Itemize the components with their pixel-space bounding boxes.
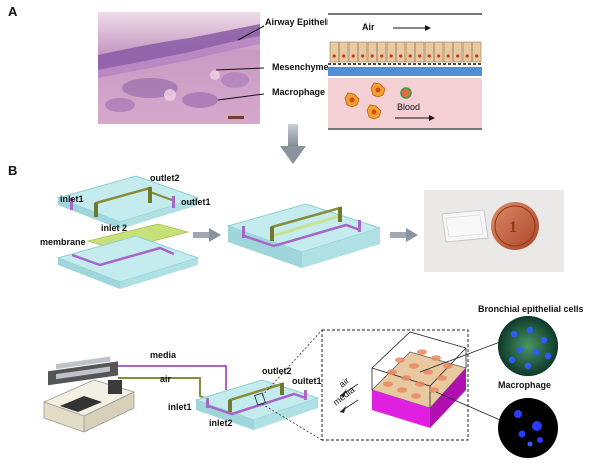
cell-nucleus-blue: [526, 326, 534, 334]
down-arrow-a-to-b: [280, 124, 306, 164]
epithelial-cell: [367, 41, 377, 63]
inset-cell: [411, 393, 421, 399]
cell-nucleus-blue: [544, 352, 552, 360]
outlet1-bottom-label: oultet1: [292, 376, 322, 386]
outlet2-top-label: outlet2: [150, 173, 180, 183]
inset-cell: [395, 357, 405, 363]
epithelial-cell: [386, 41, 396, 63]
epithelial-cell: [358, 41, 368, 63]
inset-cell: [409, 363, 419, 369]
cell-nucleus: [332, 54, 336, 58]
epithelial-cell: [329, 41, 339, 63]
cell-nucleus: [370, 54, 374, 58]
cell-nucleus: [342, 54, 346, 58]
air-a-label: Air: [362, 22, 375, 32]
macrophage-a-label: Macrophage: [272, 87, 325, 97]
cell-nucleus: [437, 54, 441, 58]
right-arrow-1: [193, 228, 221, 242]
histology-image: [98, 12, 260, 124]
inset-cell: [429, 387, 439, 393]
cell-nucleus: [427, 54, 431, 58]
air-arrow-a: [393, 25, 431, 31]
epithelial-cell: [405, 41, 415, 63]
bronchial-cells-label: Bronchial epithelial cells: [478, 304, 584, 314]
inset-cell: [423, 369, 433, 375]
cell-nucleus-blue: [510, 330, 518, 338]
cell-nucleus: [351, 54, 355, 58]
panel-a-label: A: [8, 4, 18, 19]
air-zoom-label: air: [337, 376, 351, 390]
macrophage-cells-schematic: [344, 82, 412, 120]
epithelial-cell: [434, 41, 444, 63]
cell-nucleus: [475, 54, 479, 58]
inlet1-bottom-label: inlet1: [168, 402, 192, 412]
airway-epithelium-label: Airway Epithelium: [265, 17, 343, 27]
histology-pointer-lines: [215, 25, 265, 101]
inset-cell: [397, 387, 407, 393]
cell-nucleus: [408, 54, 412, 58]
zoom-inset: [321, 329, 501, 441]
epithelial-cell: [453, 41, 463, 63]
blood-label: Blood: [397, 102, 420, 112]
blood-arrow: [395, 115, 435, 121]
inset-cell: [387, 369, 397, 375]
membrane-label: membrane: [40, 237, 86, 247]
syringe-pump: [42, 356, 136, 433]
cell-nucleus: [389, 54, 393, 58]
epithelial-cell: [377, 41, 387, 63]
bronchial-micrograph: [498, 316, 558, 376]
inlet2-bottom-label: inlet2: [209, 418, 233, 428]
airway-schematic: [328, 13, 482, 130]
inset-cell: [431, 355, 441, 361]
cell-nucleus: [418, 54, 422, 58]
epithelial-cell: [415, 41, 425, 63]
mesenchyme-label: Mesenchyme: [272, 62, 329, 72]
chip-photo: 1: [424, 190, 564, 272]
zoom-lines: [261, 329, 323, 441]
cell-nucleus: [446, 54, 450, 58]
macrophage-micrograph: [498, 398, 558, 458]
cell-nucleus: [361, 54, 365, 58]
cell-nucleus: [399, 54, 403, 58]
inset-cell: [437, 375, 447, 381]
air-bottom-label: air: [160, 374, 172, 384]
chip-bottom-row: [194, 379, 320, 430]
inset-cell: [383, 381, 393, 387]
cell-nucleus-blue: [532, 348, 540, 356]
epithelial-cell: [424, 41, 434, 63]
cell-nucleus: [456, 54, 460, 58]
cell-nucleus-blue: [540, 336, 548, 344]
right-arrow-2: [390, 228, 418, 242]
epithelial-cell: [348, 41, 358, 63]
epithelial-cell: [339, 41, 349, 63]
chip-assembled: [226, 203, 382, 268]
chip-bottom-layer: [56, 235, 200, 289]
cell-nucleus-blue: [508, 356, 516, 364]
epithelial-cell: [472, 41, 482, 63]
cell-nucleus: [465, 54, 469, 58]
media-label: media: [150, 350, 177, 360]
outlet2-bottom-label: outlet2: [262, 366, 292, 376]
inlet2-top-label: inlet 2: [101, 223, 127, 233]
epithelial-cell: [443, 41, 453, 63]
cell-nucleus-blue: [516, 346, 524, 354]
cell-nucleus-blue: [524, 362, 532, 370]
macrophage-b-label: Macrophage: [498, 380, 551, 390]
epithelial-cell: [396, 41, 406, 63]
outlet1-top-label: outlet1: [181, 197, 211, 207]
epithelial-cell-row: [329, 41, 482, 63]
svg-text:1: 1: [509, 219, 517, 236]
inset-cell: [443, 363, 453, 369]
epithelial-cell: [462, 41, 472, 63]
inlet1-top-label: inlet1: [60, 194, 84, 204]
inset-cell: [417, 349, 427, 355]
chip-top-layer: [56, 175, 200, 229]
panel-b-label: B: [8, 163, 17, 178]
inset-cell: [415, 381, 425, 387]
inset-cell: [401, 375, 411, 381]
cell-nucleus: [380, 54, 384, 58]
